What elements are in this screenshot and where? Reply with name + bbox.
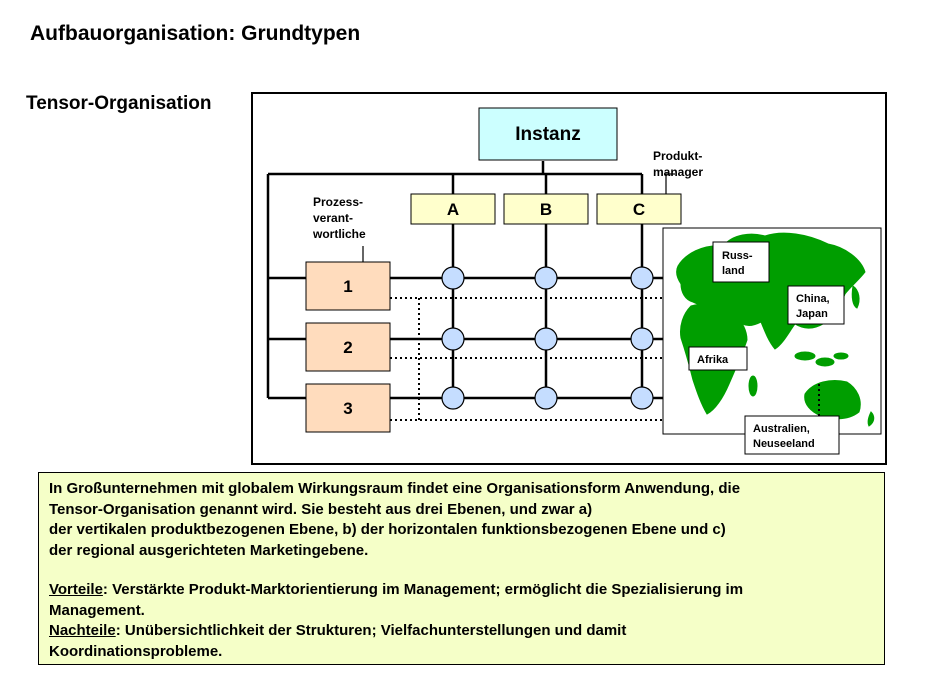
nachteile-text-1: : Unübersichtlichkeit der Strukturen; Vi… — [115, 622, 627, 639]
region-africa: Afrika — [688, 346, 748, 371]
vorteile-label: Vorteile — [49, 581, 103, 598]
region-russia-line1: Russ- — [722, 250, 753, 262]
region-australia: Australien, Neuseeland — [744, 415, 840, 455]
function-box-2: 2 — [305, 322, 391, 372]
process-owner-label: Prozess- verant- wortliche — [312, 195, 366, 241]
process-label-line3: wortliche — [312, 227, 366, 241]
node-a3 — [441, 386, 465, 410]
instanz-box: Instanz — [478, 107, 618, 161]
node-c3 — [630, 386, 654, 410]
tensor-diagram: Russ- land China, Japan Afrika Australie… — [251, 92, 887, 465]
node-b1 — [534, 266, 558, 290]
region-russia: Russ- land — [712, 241, 770, 283]
function-box-3: 3 — [305, 383, 391, 433]
section-label: Tensor-Organisation — [26, 93, 212, 114]
japan-shape — [851, 285, 860, 309]
nachteile-label: Nachteile — [49, 622, 116, 639]
function-3-label: 3 — [343, 399, 352, 418]
process-label-line2: verant- — [313, 211, 353, 225]
org-lines — [266, 161, 663, 400]
intro-line-3: der vertikalen produktbezogenen Ebene, b… — [49, 521, 726, 538]
product-manager-line2: manager — [653, 165, 703, 179]
leader-lines — [362, 173, 675, 264]
function-2-label: 2 — [343, 338, 352, 357]
product-a-label: A — [447, 200, 459, 219]
product-c-label: C — [633, 200, 645, 219]
function-box-1: 1 — [305, 261, 391, 311]
intro-line-4: der regional ausgerichteten Marketingebe… — [49, 541, 369, 559]
instanz-label: Instanz — [515, 124, 580, 145]
process-label-line1: Prozess- — [313, 195, 363, 209]
world-map: Russ- land China, Japan Afrika Australie… — [662, 227, 882, 455]
node-c2 — [630, 327, 654, 351]
product-manager-line1: Produkt- — [653, 149, 702, 163]
region-china-japan: China, Japan — [787, 285, 845, 325]
madagascar-shape — [748, 375, 758, 397]
page-title: Aufbauorganisation: Grundtypen — [30, 22, 361, 45]
product-box-a: A — [410, 193, 496, 225]
intro-line-2: Tensor-Organisation genannt wird. Sie be… — [49, 500, 593, 518]
region-australia-line1: Australien, — [753, 423, 810, 435]
matrix-nodes — [441, 266, 654, 410]
node-a2 — [441, 327, 465, 351]
function-1-label: 1 — [343, 277, 352, 296]
new-zealand-shape — [867, 411, 875, 427]
nachteile-text-2: Koordinationsprobleme. — [49, 642, 223, 660]
vorteile-paragraph: Vorteile: Verstärkte Produkt-Marktorient… — [49, 580, 874, 601]
region-china-line1: China, — [796, 293, 830, 305]
region-australia-line2: Neuseeland — [753, 438, 815, 450]
vorteile-text-2: Management. — [49, 601, 145, 619]
region-china-line2: Japan — [796, 308, 828, 320]
description-box: In Großunternehmen mit globalem Wirkungs… — [38, 472, 885, 665]
node-a1 — [441, 266, 465, 290]
intro-line-1: In Großunternehmen mit globalem Wirkungs… — [49, 480, 741, 497]
nachteile-paragraph: Nachteile: Unübersichtlichkeit der Struk… — [49, 621, 874, 642]
node-c1 — [630, 266, 654, 290]
node-b3 — [534, 386, 558, 410]
product-box-c: C — [596, 193, 682, 225]
product-b-label: B — [540, 200, 552, 219]
tensor-diagram-svg: Russ- land China, Japan Afrika Australie… — [266, 107, 882, 455]
region-russia-line2: land — [722, 265, 745, 277]
product-box-b: B — [503, 193, 589, 225]
vorteile-text-1: : Verstärkte Produkt-Marktorientierung i… — [102, 581, 744, 598]
node-b2 — [534, 327, 558, 351]
product-manager-label: Produkt- manager — [653, 149, 703, 179]
region-africa-label: Afrika — [697, 354, 729, 366]
